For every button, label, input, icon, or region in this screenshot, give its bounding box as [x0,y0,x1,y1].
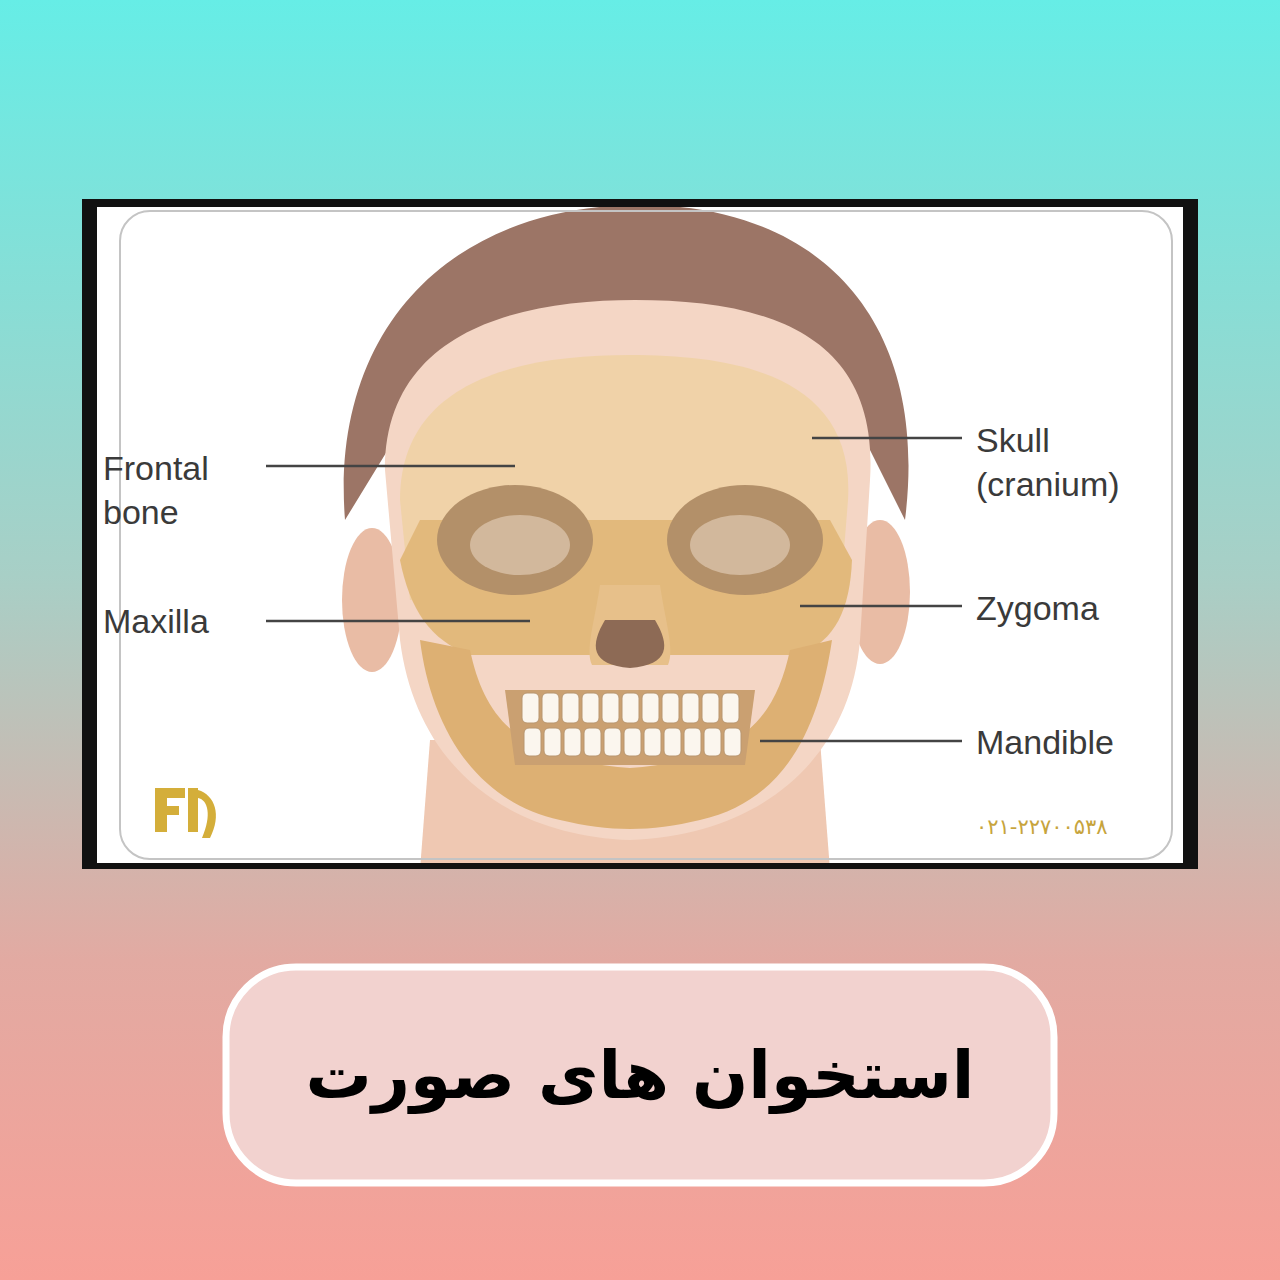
logo-bar [188,788,198,832]
part-label: Skull (cranium) [976,418,1176,506]
tooth [724,728,741,756]
panel-ground [97,207,1183,863]
leader-line [760,740,962,743]
leader-line [266,465,515,468]
leader-line [800,605,962,608]
face [385,300,871,840]
eye [690,515,790,575]
eye [470,515,570,575]
tooth [582,693,599,723]
head-illustration [342,207,910,863]
leader-line [812,437,962,440]
part-label: Maxilla [103,599,263,643]
mandible [420,640,832,829]
part-label: Frontal bone [103,446,263,534]
tooth [644,728,661,756]
part-label: Zygoma [976,586,1166,630]
tooth [604,728,621,756]
leader-lines [266,438,962,741]
tooth [722,693,739,723]
orbit [437,485,593,595]
panel-frame [82,199,1198,869]
tooth [522,693,539,723]
tooth [684,728,701,756]
orbit [667,485,823,595]
tooth [664,728,681,756]
phone-number: ۰۲۱-۲۲۷۰۰۵۳۸ [976,814,1156,841]
logo-bar [155,806,179,815]
part-label: Mandible [976,720,1166,764]
nasal-cavity [596,620,664,668]
card-outline [120,211,1172,859]
tooth [642,693,659,723]
logo-bar [155,788,185,798]
logo [155,788,216,838]
tooth [704,728,721,756]
tooth [584,728,601,756]
logo-profile [198,790,216,838]
tooth [702,693,719,723]
jaw-gap [505,690,755,765]
tooth [662,693,679,723]
page-title: استخوان های صورت [234,975,1046,1175]
tooth [562,693,579,723]
tooth [524,728,541,756]
teeth [522,693,741,756]
tooth [602,693,619,723]
title-box [226,967,1054,1183]
tooth [542,693,559,723]
leader-line [266,620,530,623]
tooth [622,693,639,723]
tooth [544,728,561,756]
tooth [624,728,641,756]
tooth [564,728,581,756]
tooth [682,693,699,723]
